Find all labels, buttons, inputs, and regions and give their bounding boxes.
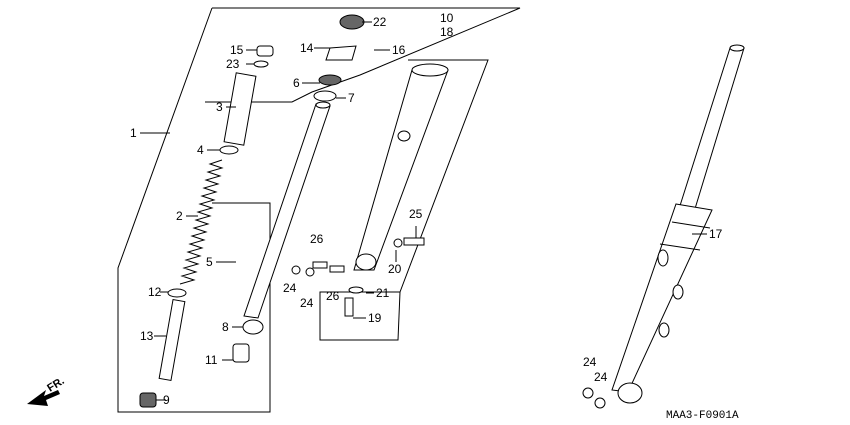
label-3: 3 (216, 100, 223, 114)
label-20: 20 (388, 262, 402, 276)
label-15: 15 (230, 43, 244, 57)
label-1: 1 (130, 126, 137, 140)
label-26-b: 26 (326, 289, 340, 303)
label-18: 18 (440, 25, 454, 39)
label-19: 19 (368, 311, 382, 325)
part-12-ring (167, 288, 187, 298)
label-10: 10 (440, 11, 454, 25)
assembled-fork (582, 44, 745, 409)
label-9: 9 (163, 393, 170, 407)
diagram-code: MAA3-F0901A (666, 410, 739, 422)
label-17: 17 (709, 227, 723, 241)
label-8: 8 (222, 320, 229, 334)
label-23: 23 (226, 57, 240, 71)
label-13: 13 (140, 329, 154, 343)
part-14-clip (325, 45, 357, 61)
part-25-bolt (403, 237, 425, 246)
label-16: 16 (392, 43, 406, 57)
label-5: 5 (206, 255, 213, 269)
part-6-oil-seal (318, 74, 342, 86)
part-8-slider (242, 319, 264, 335)
part-26-bolt-a (312, 261, 328, 269)
leader-lines (140, 21, 707, 401)
label-11: 11 (205, 353, 218, 367)
part-4-washer (219, 145, 239, 155)
label-24-b: 24 (300, 296, 314, 310)
part-22-boot (339, 14, 365, 30)
assembly-1-frame-left (117, 7, 271, 413)
part-23-oring (253, 60, 269, 68)
label-25: 25 (409, 207, 423, 221)
part-19-bolt (344, 297, 354, 317)
part-3-spacer (223, 72, 257, 146)
direction-label: FR. (45, 375, 66, 395)
part-24-cap-b (305, 267, 315, 277)
label-24-a: 24 (283, 281, 297, 295)
part-20-washer (393, 238, 403, 248)
label-22: 22 (373, 15, 387, 29)
part-11-bush (232, 343, 250, 363)
outer-tube-top (411, 63, 449, 77)
label-14: 14 (300, 41, 314, 55)
label-6: 6 (293, 76, 300, 90)
outer-tube-frame (319, 59, 489, 341)
front-direction-arrow (27, 390, 60, 406)
part-7-back-up-ring (313, 90, 337, 102)
label-12: 12 (148, 285, 162, 299)
label-24-c: 24 (583, 355, 597, 369)
label-21: 21 (376, 286, 390, 300)
label-26-a: 26 (310, 232, 324, 246)
outer-tube-axle-boss (355, 253, 377, 271)
part-24-cap-a (291, 265, 301, 275)
label-2: 2 (176, 209, 183, 223)
label-4: 4 (197, 143, 204, 157)
part-5-top (315, 101, 331, 109)
part-2-spring (179, 159, 224, 285)
part-13-piston (158, 298, 186, 382)
part-labels: 1 2 3 4 5 6 7 8 9 10 11 12 13 14 15 16 1… (130, 11, 723, 407)
part-9-oil-lock (139, 392, 157, 408)
part-26-bolt-b (329, 265, 345, 273)
label-24-d: 24 (594, 370, 608, 384)
part-21-washer (348, 286, 364, 294)
label-7: 7 (348, 91, 355, 105)
outer-tube-boss (397, 130, 411, 142)
part-15-cap (256, 45, 274, 57)
